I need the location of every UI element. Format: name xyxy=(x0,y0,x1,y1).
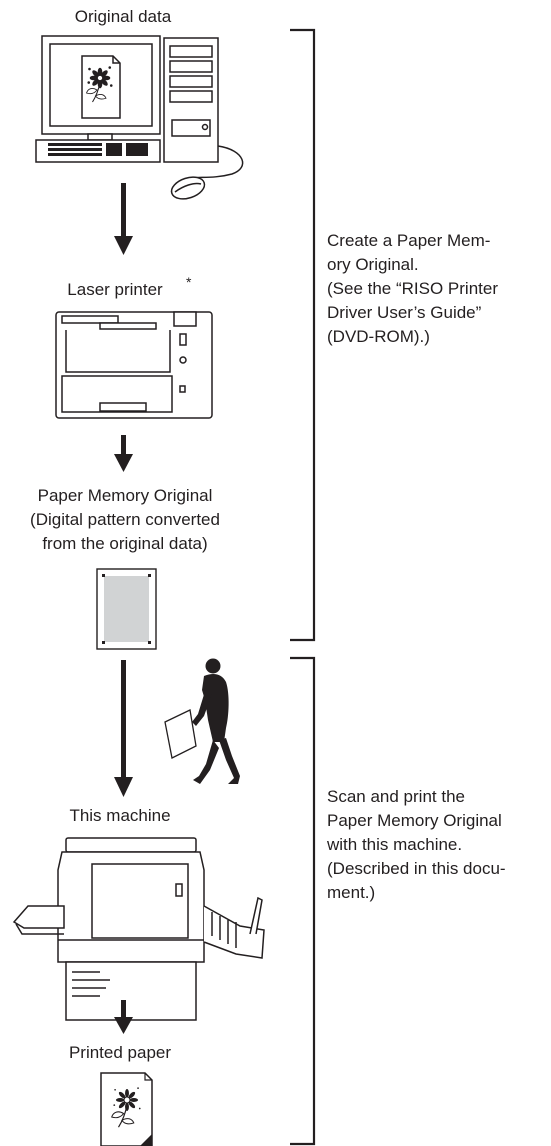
note2-line-1: Scan and print the xyxy=(327,787,465,806)
printed-paper-icon xyxy=(100,1072,153,1146)
bracket-group-1 xyxy=(290,28,316,642)
paper-memory-original-icon xyxy=(96,568,157,650)
down-arrow-icon xyxy=(114,660,133,797)
down-arrow-icon xyxy=(114,183,133,255)
down-arrow-icon xyxy=(114,1000,133,1034)
footnote-asterisk: * xyxy=(186,274,192,290)
note2-line-3: with this machine. xyxy=(327,835,463,854)
pmo-line-1: Paper Memory Original xyxy=(37,486,213,505)
note1-line-3: (See the “RISO Printer xyxy=(327,279,499,298)
note1-line-2: ory Original. xyxy=(327,255,419,274)
step-label-printed-paper: Printed paper xyxy=(68,1043,172,1062)
computer-icon xyxy=(35,35,244,200)
riso-machine-icon xyxy=(12,837,265,1021)
note-create-paper-memory: Create a Paper Mem- ory Original. (See t… xyxy=(327,229,498,349)
step-label-this-machine: This machine xyxy=(69,806,171,825)
pmo-line-3: from the original data) xyxy=(42,534,208,553)
note2-line-5: ment.) xyxy=(327,883,376,902)
step-label-laser-printer: Laser printer xyxy=(67,280,163,299)
step-label-original-data: Original data xyxy=(74,7,172,26)
pmo-line-2: (Digital pattern converted xyxy=(30,510,220,529)
down-arrow-icon xyxy=(114,435,133,472)
note1-line-1: Create a Paper Mem- xyxy=(327,231,491,250)
note2-line-2: Paper Memory Original xyxy=(327,811,502,830)
bracket-group-2 xyxy=(290,656,316,1146)
note2-line-4: (Described in this docu- xyxy=(327,859,506,878)
note1-line-4: Driver User’s Guide” xyxy=(327,303,482,322)
walking-person-icon xyxy=(164,658,240,784)
note-scan-and-print: Scan and print the Paper Memory Original… xyxy=(327,785,506,905)
note1-line-5: (DVD-ROM).) xyxy=(327,327,430,346)
laser-printer-icon xyxy=(55,311,213,419)
step-label-paper-memory-original: Paper Memory Original (Digital pattern c… xyxy=(0,485,250,553)
